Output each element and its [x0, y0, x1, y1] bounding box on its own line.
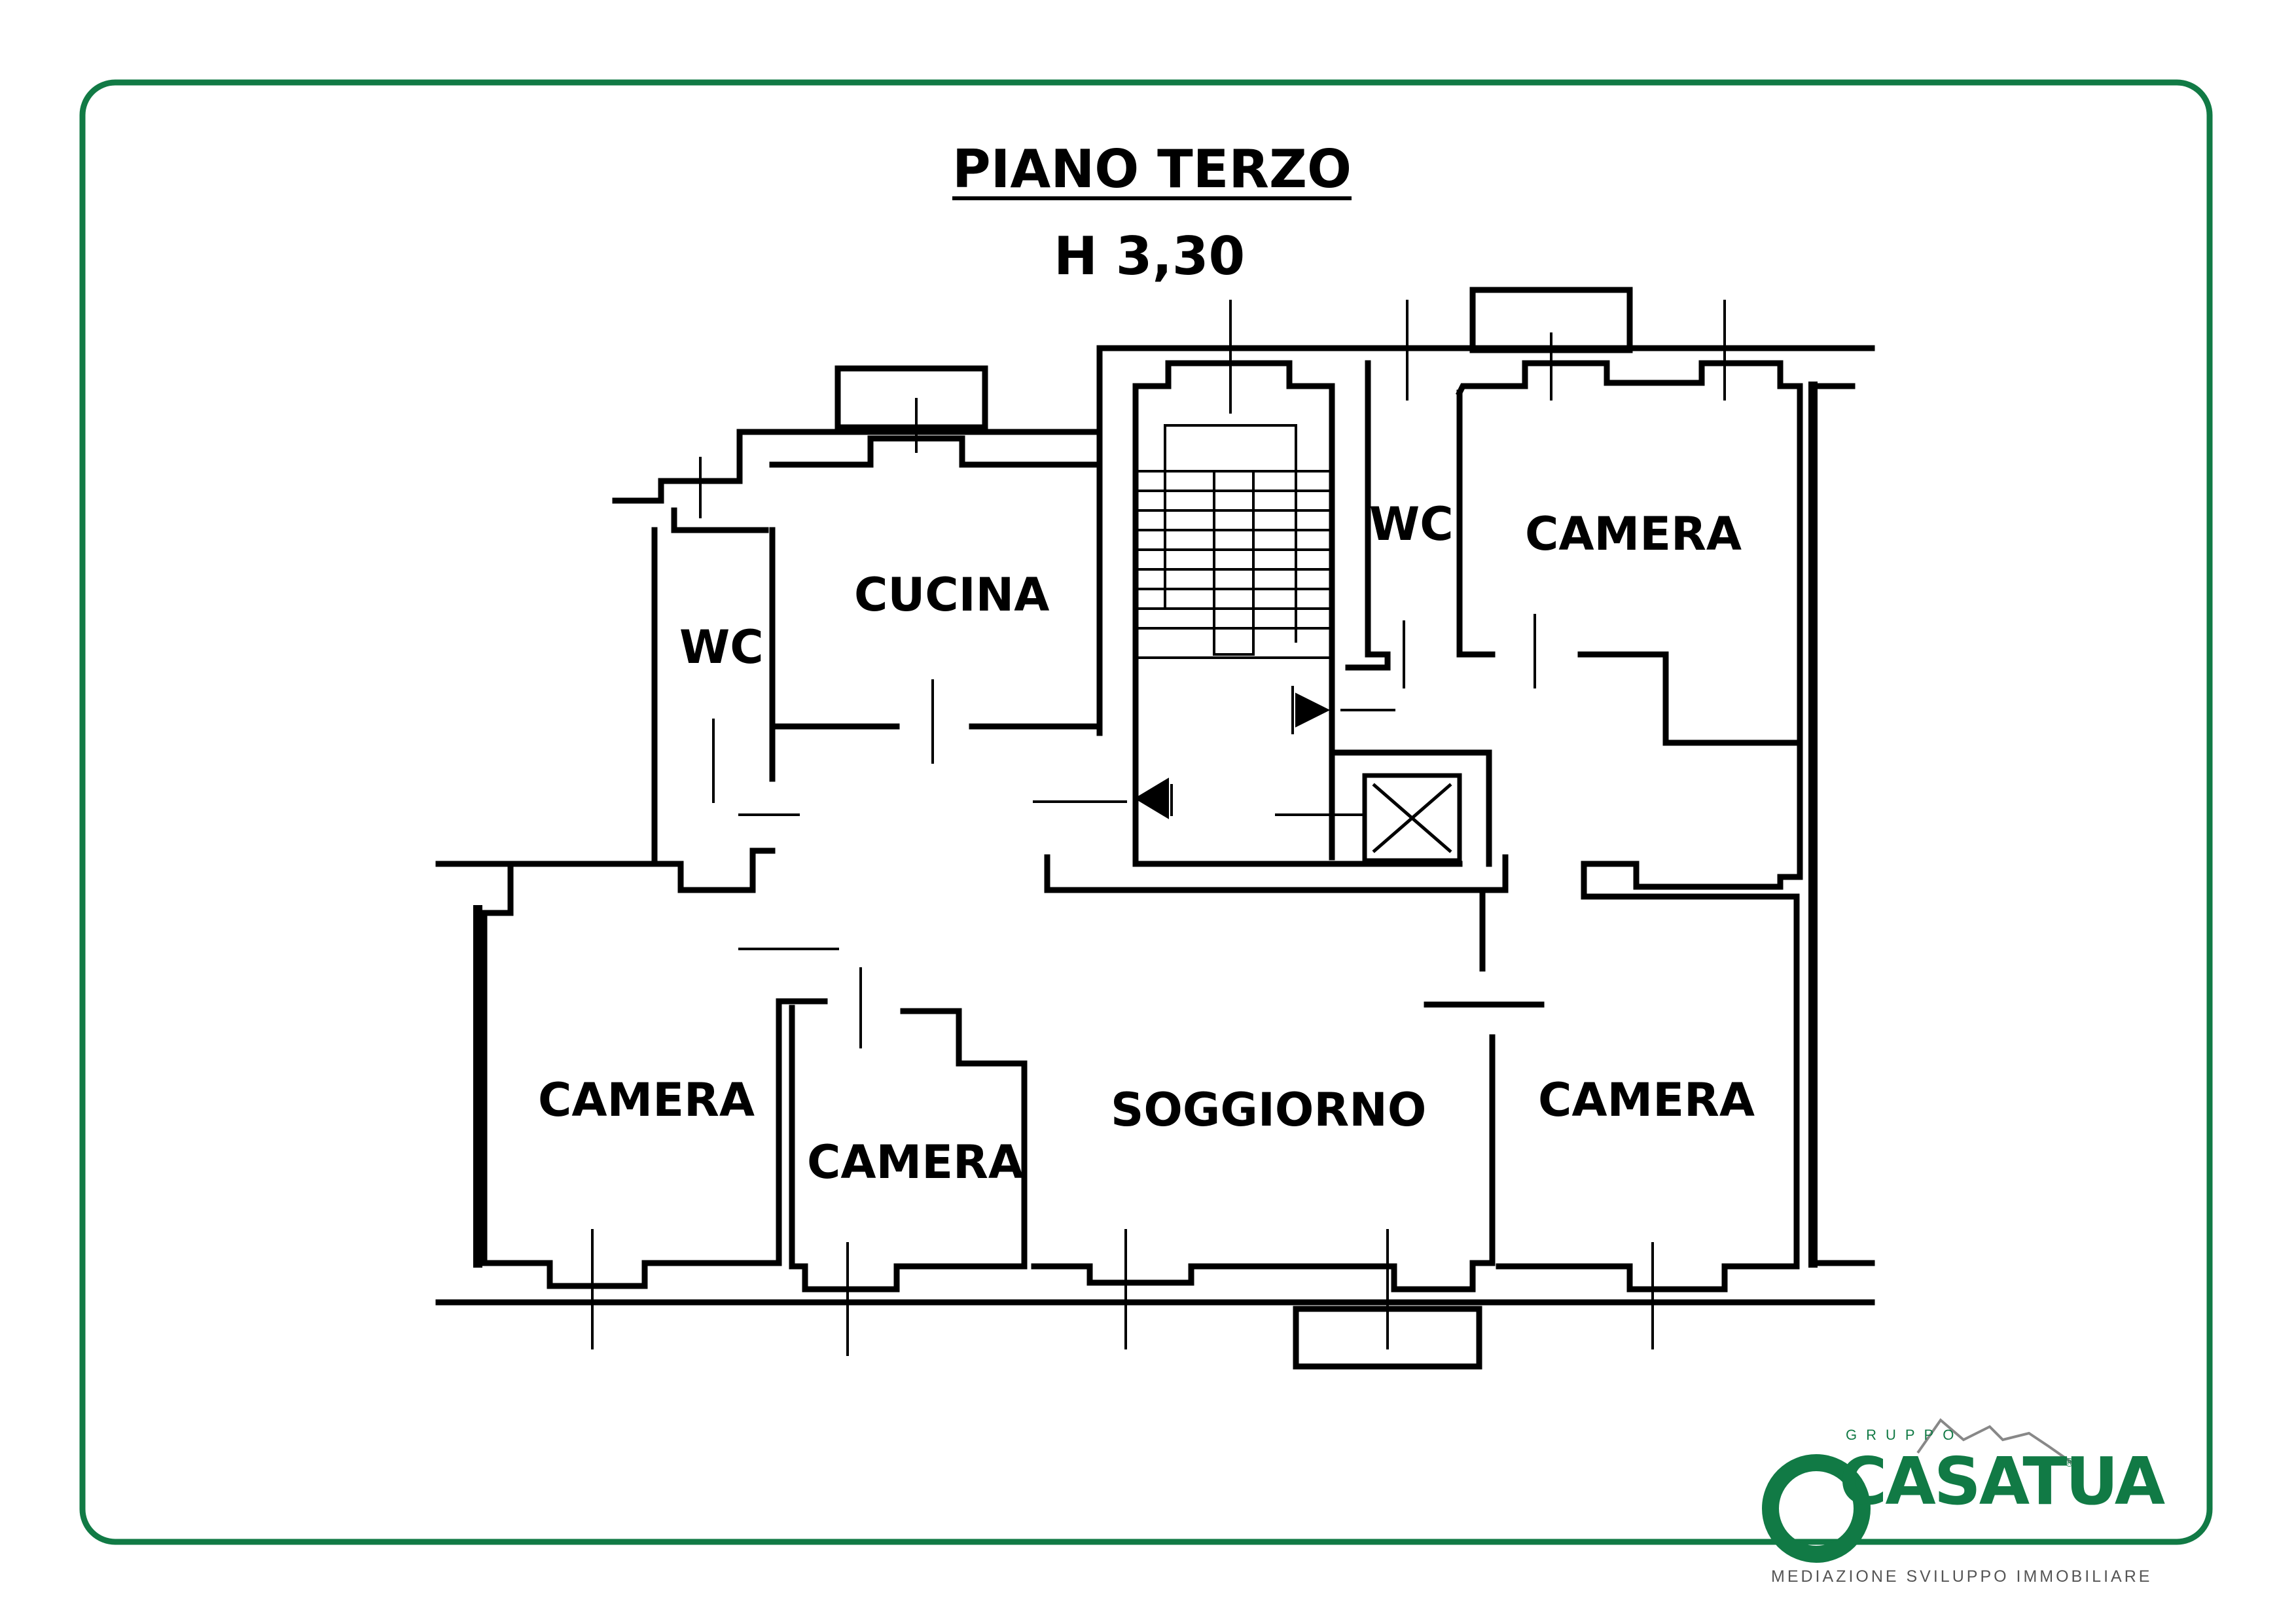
wc-right-walls [1345, 360, 1391, 671]
camera-bottom-right-walls [1496, 861, 1800, 1293]
brand-group-label: GRUPPO [1846, 1427, 1964, 1443]
stair-walls [1132, 383, 1463, 867]
cucina-walls [769, 435, 1103, 468]
stair-arrow-left [1134, 777, 1169, 819]
room-label-cucina: CUCINA [854, 568, 1050, 622]
window-marks [591, 300, 1726, 1356]
room-label-camera-left: CAMERA [538, 1073, 755, 1127]
plan-title: PIANO TERZO [952, 139, 1352, 200]
balcony-top [834, 365, 988, 431]
camera-small-walls [789, 1005, 1028, 1293]
elevator [1362, 773, 1462, 863]
page-frame [79, 79, 2213, 1545]
brand-registered: ® [2065, 1456, 2074, 1469]
room-label-camera-top-right: CAMERA [1525, 507, 1742, 561]
wc-left-walls [651, 527, 776, 893]
soggiorno-walls [1044, 854, 1509, 893]
room-label-wc-left: WC [679, 620, 764, 674]
room-label-wc-right: WC [1369, 497, 1454, 551]
brand-tagline: MEDIAZIONE SVILUPPO IMMOBILIARE [1771, 1567, 2153, 1586]
stair-steps [1134, 424, 1333, 659]
plan-height: H 3,30 [1054, 226, 1246, 287]
stair-arrow-right [1295, 692, 1331, 728]
room-label-soggiorno: SOGGIORNO [1111, 1083, 1427, 1137]
camera-top-right-walls [1455, 360, 1803, 746]
floor-plan [435, 287, 1875, 1370]
room-label-camera-bottom-right: CAMERA [1538, 1073, 1755, 1127]
brand-logo [1762, 1418, 2083, 1563]
brand-name: CASATUA [1839, 1443, 2165, 1520]
room-label-camera-small: CAMERA [807, 1135, 1024, 1189]
